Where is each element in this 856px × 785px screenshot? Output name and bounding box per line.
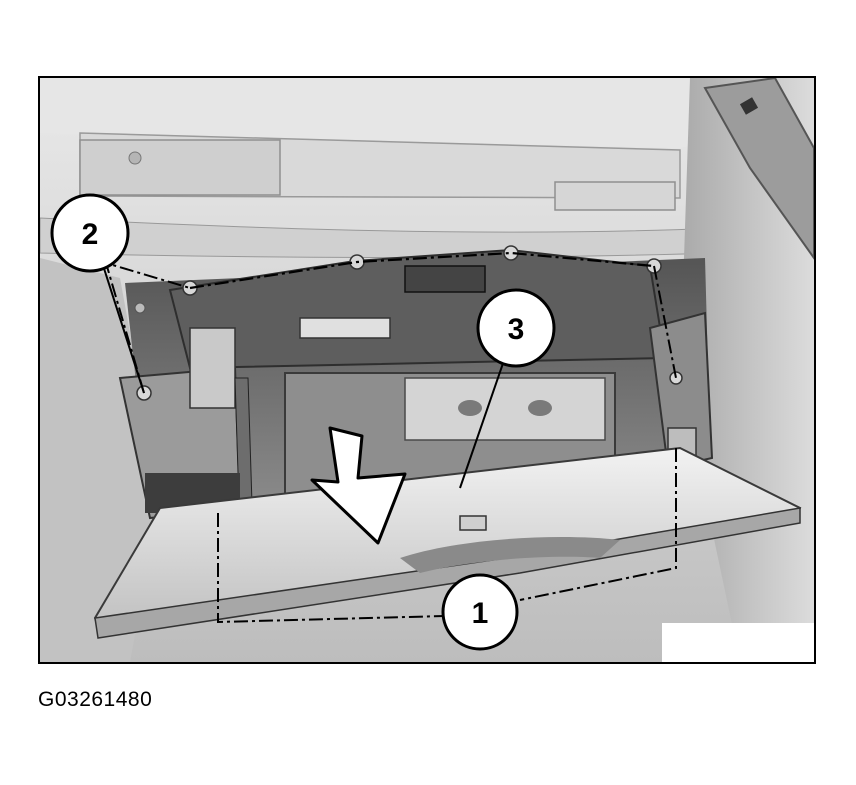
callout-2: 2 bbox=[50, 193, 130, 273]
leader-line-right-screw bbox=[653, 265, 677, 379]
latch-hole-right bbox=[528, 400, 552, 416]
pillar-clip bbox=[739, 97, 759, 115]
cavity-latch-plate bbox=[404, 377, 606, 441]
removal-direction-arrow bbox=[310, 426, 407, 545]
dash-vent-left bbox=[79, 139, 281, 196]
leader-line-3 bbox=[459, 342, 511, 489]
callout-1: 1 bbox=[441, 573, 519, 651]
left-hinge-bracket bbox=[189, 327, 236, 409]
corner-blank-patch bbox=[662, 623, 814, 662]
figure-code: G03261480 bbox=[38, 688, 153, 711]
cavity-connector bbox=[404, 265, 486, 293]
lid-handle-recess bbox=[400, 537, 620, 573]
dash-top-panel bbox=[40, 78, 814, 148]
cavity-top-bracket bbox=[299, 317, 391, 339]
latch-hole-left bbox=[458, 400, 482, 416]
illustration-frame: 1 2 3 bbox=[38, 76, 816, 664]
leader-line-1-left bbox=[217, 513, 446, 624]
callout-2-label: 2 bbox=[82, 218, 99, 251]
dash-screw-hole bbox=[128, 151, 142, 165]
callout-3: 3 bbox=[476, 288, 556, 368]
leader-line-2-solid bbox=[99, 255, 145, 394]
screw-7 bbox=[134, 302, 146, 314]
callout-1-label: 1 bbox=[472, 597, 489, 630]
right-pillar-trim bbox=[703, 78, 814, 260]
screw-outline-line bbox=[189, 251, 655, 290]
screw-6 bbox=[669, 371, 683, 385]
dash-slot-right bbox=[554, 181, 676, 211]
glovebox-removal-illustration: 1 2 3 bbox=[40, 78, 814, 662]
callout-3-label: 3 bbox=[508, 313, 525, 346]
lid-latch-tab bbox=[459, 515, 487, 531]
leader-line-1-right bbox=[519, 448, 677, 601]
